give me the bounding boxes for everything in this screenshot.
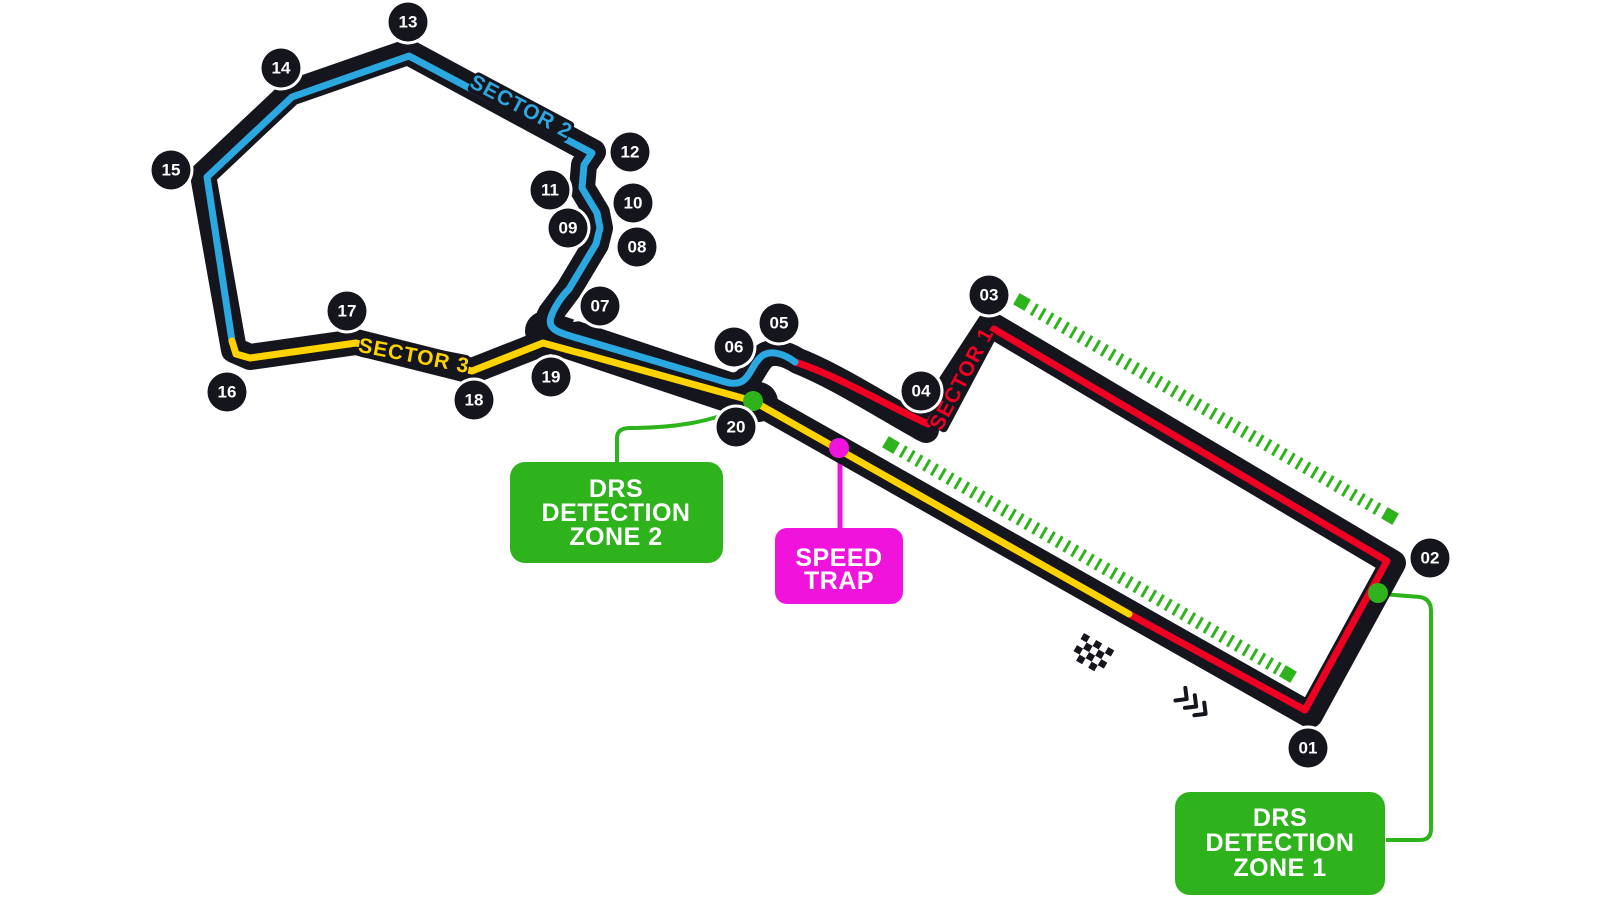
- corner-number: 02: [1421, 549, 1440, 568]
- drs-zone-2-text-line1: DRS: [589, 475, 643, 503]
- corner-marker-02: 02: [1407, 535, 1453, 581]
- corner-number: 14: [272, 59, 291, 78]
- drs-zone-2-text-line2: DETECTION: [542, 499, 691, 527]
- corner-number: 17: [338, 302, 357, 321]
- checkered-flag-icon: [1073, 633, 1115, 672]
- corner-number: 18: [465, 391, 484, 410]
- corner-marker-15: 15: [148, 147, 194, 193]
- direction-chevrons-icon: [1173, 685, 1208, 718]
- track-outline: [190, 39, 1406, 728]
- corner-marker-12: 12: [607, 129, 653, 175]
- corner-marker-03: 03: [966, 272, 1012, 318]
- corner-number: 12: [621, 143, 640, 162]
- corner-marker-19: 19: [528, 354, 574, 400]
- corner-number: 04: [912, 382, 931, 401]
- drs-zone-2-dashes: [882, 436, 1297, 683]
- speed-trap-point: [829, 438, 849, 458]
- drs-zone-2-text-line3: ZONE 2: [569, 523, 662, 551]
- drs-detection-point-1: [1368, 583, 1388, 603]
- sector-label-2: SECTOR 2: [466, 70, 576, 143]
- track-castle-section: [190, 39, 613, 384]
- sector-2-line: [203, 52, 799, 387]
- drs-zone-1-connector: [1381, 592, 1433, 842]
- corner-markers: 01 02 03 04 05 06 07 08 09 10 11 12 13 14 15 16 17 18 19 20: [148, 0, 1453, 771]
- corner-marker-06: 06: [711, 324, 757, 370]
- sector-label-3: SECTOR 3: [357, 334, 472, 378]
- corner-number: 19: [542, 368, 561, 387]
- drs-zone-1-text-line1: DRS: [1253, 804, 1307, 832]
- corner-marker-14: 14: [258, 45, 304, 91]
- drs-zone-1-text-line2: DETECTION: [1206, 829, 1355, 857]
- corner-marker-18: 18: [451, 377, 497, 423]
- corner-number: 13: [399, 13, 418, 32]
- drs-zone-2-label: DRS DETECTION ZONE 2: [510, 462, 723, 563]
- corner-number: 05: [770, 314, 789, 333]
- corner-number: 20: [727, 418, 746, 437]
- corner-marker-09: 09: [545, 205, 591, 251]
- speed-trap-text-line2: TRAP: [804, 567, 874, 595]
- drs-zone-1-text-line3: ZONE 1: [1233, 854, 1326, 882]
- corner-marker-04: 04: [898, 368, 944, 414]
- corner-marker-20: 20: [713, 404, 759, 450]
- corner-number: 07: [591, 297, 610, 316]
- drs-detection-point-2: [743, 391, 763, 411]
- corner-marker-16: 16: [204, 369, 250, 415]
- corner-marker-17: 17: [324, 288, 370, 334]
- corner-number: 03: [980, 286, 999, 305]
- corner-number: 06: [725, 338, 744, 357]
- corner-marker-13: 13: [385, 0, 431, 45]
- corner-number: 09: [559, 219, 578, 238]
- corner-number: 01: [1299, 739, 1318, 758]
- drs-zone-1-label: DRS DETECTION ZONE 1: [1175, 792, 1385, 895]
- corner-marker-01: 01: [1285, 725, 1331, 771]
- corner-marker-07: 07: [577, 283, 623, 329]
- sector-label-text: SECTOR 2: [466, 70, 576, 143]
- corner-marker-10: 10: [610, 180, 656, 226]
- corner-marker-05: 05: [756, 300, 802, 346]
- corner-marker-08: 08: [614, 224, 660, 270]
- speed-trap-label: SPEED TRAP: [775, 528, 903, 604]
- corner-number: 15: [162, 161, 181, 180]
- corner-number: 08: [628, 238, 647, 257]
- corner-marker-11: 11: [527, 167, 573, 213]
- corner-number: 16: [218, 383, 237, 402]
- corner-number: 11: [541, 181, 559, 200]
- speed-trap-text-line1: SPEED: [795, 544, 882, 572]
- corner-number: 10: [624, 194, 643, 213]
- drs-zone-1-dashes: [1013, 293, 1399, 525]
- sector-label-text: SECTOR 3: [357, 334, 472, 378]
- sector-3-line: [228, 337, 1133, 618]
